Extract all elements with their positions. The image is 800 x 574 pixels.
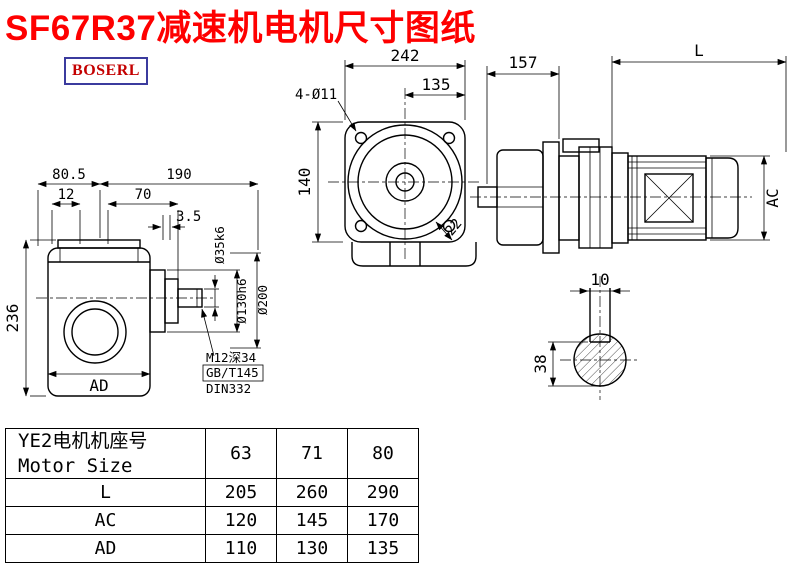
front-view: 242 135 4-Ø11 140 22 (295, 46, 482, 267)
table-row-L: L 205 260 290 (5, 478, 419, 508)
row-AC-value-63: 120 (205, 506, 277, 536)
dim-190: 190 (166, 167, 191, 183)
row-L-value-71: 260 (276, 478, 348, 508)
row-AC-label: AC (5, 506, 206, 536)
dim-70: 70 (135, 187, 152, 203)
dim-AC: AC (763, 188, 782, 207)
size-63-cell: 63 (205, 427, 277, 480)
dim-157: 157 (509, 53, 538, 72)
note-standard-1: GB/T145 (206, 365, 259, 380)
label-shaft-dia: Ø35k6 (212, 226, 227, 264)
table-row-AD: AD 110 130 135 (5, 534, 419, 564)
brand-logo-text: BOSERL (72, 62, 140, 79)
label-spigot-dia: Ø130h6 (234, 278, 249, 323)
row-AC-value-80: 170 (347, 506, 419, 536)
dim-80-5: 80.5 (52, 167, 86, 183)
shaft-section-view: 10 38 (531, 270, 640, 400)
row-L-label: L (5, 478, 206, 508)
motor-size-label-cn: YE2电机机座号 (18, 430, 148, 452)
dim-140: 140 (295, 168, 314, 197)
row-L-value-80: 290 (347, 478, 419, 508)
table-header-row: YE2电机机座号 Motor Size 63 71 80 (5, 427, 419, 480)
table-row-AC: AC 120 145 170 (5, 506, 419, 536)
label-bolt-holes: 4-Ø11 (295, 87, 337, 103)
row-AC-value-71: 145 (276, 506, 348, 536)
page-title: SF67R37减速机电机尺寸图纸 (5, 9, 476, 48)
note-thread: M12深34 (206, 350, 256, 365)
dim-38: 38 (531, 354, 550, 373)
row-AD-value-80: 135 (347, 534, 419, 564)
dim-3-5: 3.5 (176, 209, 201, 225)
dimension-table: YE2电机机座号 Motor Size 63 71 80 L 205 260 2… (5, 427, 419, 564)
dim-135: 135 (422, 75, 451, 94)
row-AD-value-63: 110 (205, 534, 277, 564)
row-AD-label: AD (5, 534, 206, 564)
note-standard-2: DIN332 (206, 381, 251, 396)
dim-AD: AD (89, 376, 108, 395)
size-71-cell: 71 (276, 427, 348, 480)
dim-236: 236 (3, 304, 22, 333)
dim-242: 242 (391, 46, 420, 65)
dim-L: L (694, 41, 704, 60)
label-flange-dia: Ø200 (255, 285, 270, 315)
dim-12: 12 (58, 187, 75, 203)
side-view: 157 L AC (470, 41, 787, 254)
left-view: 80.5 190 12 70 3.5 236 AD (3, 167, 270, 397)
row-L-value-63: 205 (205, 478, 277, 508)
size-80-cell: 80 (347, 427, 419, 480)
row-AD-value-71: 130 (276, 534, 348, 564)
brand-logo: BOSERL (64, 57, 148, 85)
dim-10: 10 (590, 270, 609, 289)
motor-size-header-cell: YE2电机机座号 Motor Size (5, 427, 206, 480)
motor-size-label-en: Motor Size (18, 454, 133, 477)
